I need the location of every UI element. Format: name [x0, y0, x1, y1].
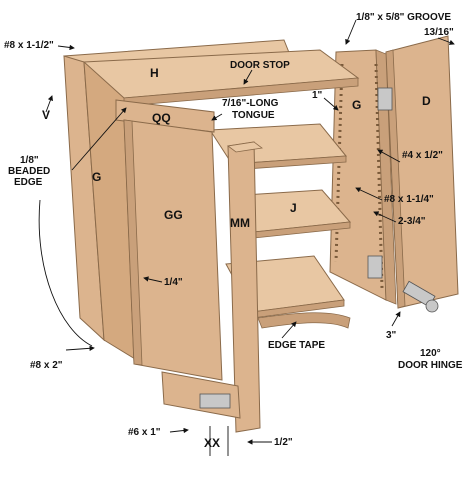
- leader-edge-tape: [281, 321, 297, 339]
- label-tongue-2: TONGUE: [232, 110, 275, 121]
- label-hinge-1: 120°: [420, 348, 441, 359]
- label-screw-top: #8 x 1-1/2": [4, 40, 54, 51]
- label-door-stop: DOOR STOP: [230, 60, 290, 71]
- label-half: 1/2": [274, 437, 293, 448]
- leader-6x1: [169, 427, 189, 434]
- hinge-plate-lower: [367, 255, 383, 279]
- label-screw-4: #4 x 1/2": [402, 150, 443, 161]
- leader-one-inch: [323, 97, 339, 111]
- leader-groove: [345, 19, 357, 45]
- leader-tongue: [211, 113, 223, 121]
- label-quarter: 1/4": [164, 277, 183, 288]
- label-screw-6x1: #6 x 1": [128, 427, 161, 438]
- label-j: J: [290, 201, 297, 215]
- label-screw-8x2: #8 x 2": [30, 360, 63, 371]
- curve-leader-left: [38, 199, 93, 347]
- label-screw-8-114: #8 x 1-1/4": [384, 194, 434, 205]
- door-hinge-icon: [402, 280, 439, 313]
- leader-thickness: [437, 37, 455, 45]
- edge-tape-strip: [257, 312, 351, 329]
- leader-quarter: [143, 276, 163, 283]
- label-groove: 1/8" x 5/8" GROOVE: [356, 12, 452, 23]
- label-h: H: [150, 66, 159, 80]
- stile-mm-edge: [226, 141, 264, 153]
- leader-8x2: [65, 345, 95, 352]
- label-gg: GG: [164, 208, 183, 222]
- label-g-left: G: [92, 170, 102, 184]
- leader-234: [373, 211, 397, 223]
- label-beaded-1: 1/8": [20, 155, 39, 166]
- panel-g-right-edge: [375, 49, 397, 305]
- label-v: V: [42, 108, 51, 122]
- label-g-right: G: [352, 98, 362, 112]
- label-3in: 3": [386, 330, 397, 341]
- label-d: D: [422, 94, 431, 108]
- label-beaded-2: BEADED: [8, 166, 51, 177]
- door-gg-bead: [123, 119, 143, 366]
- shelf-pin-strip-2: [374, 63, 384, 289]
- leader-3in: [391, 311, 401, 327]
- label-hinge-2: DOOR HINGE: [398, 360, 463, 371]
- label-thickness: 13/16": [424, 27, 454, 38]
- label-234: 2-3/4": [398, 216, 426, 227]
- label-beaded-3: EDGE: [14, 177, 43, 188]
- label-qq: QQ: [152, 111, 171, 125]
- label-edge-tape: EDGE TAPE: [268, 340, 326, 351]
- leader-door-stop: [243, 69, 253, 85]
- leader-screw4: [377, 149, 401, 163]
- leader-v: [45, 95, 53, 113]
- label-xx: XX: [204, 436, 221, 450]
- label-tongue-1: 7/16"-LONG: [222, 98, 279, 109]
- leader-screw-top: [57, 44, 75, 51]
- label-mm: MM: [230, 216, 250, 230]
- leader-beaded: [71, 107, 127, 171]
- label-one-inch: 1": [312, 90, 323, 101]
- hinge-on-block: [199, 393, 231, 409]
- door-rail-qq: [115, 99, 215, 133]
- leader-screw8: [355, 187, 383, 201]
- panel-d-edge: [385, 49, 406, 309]
- hinge-plate-upper: [377, 87, 393, 111]
